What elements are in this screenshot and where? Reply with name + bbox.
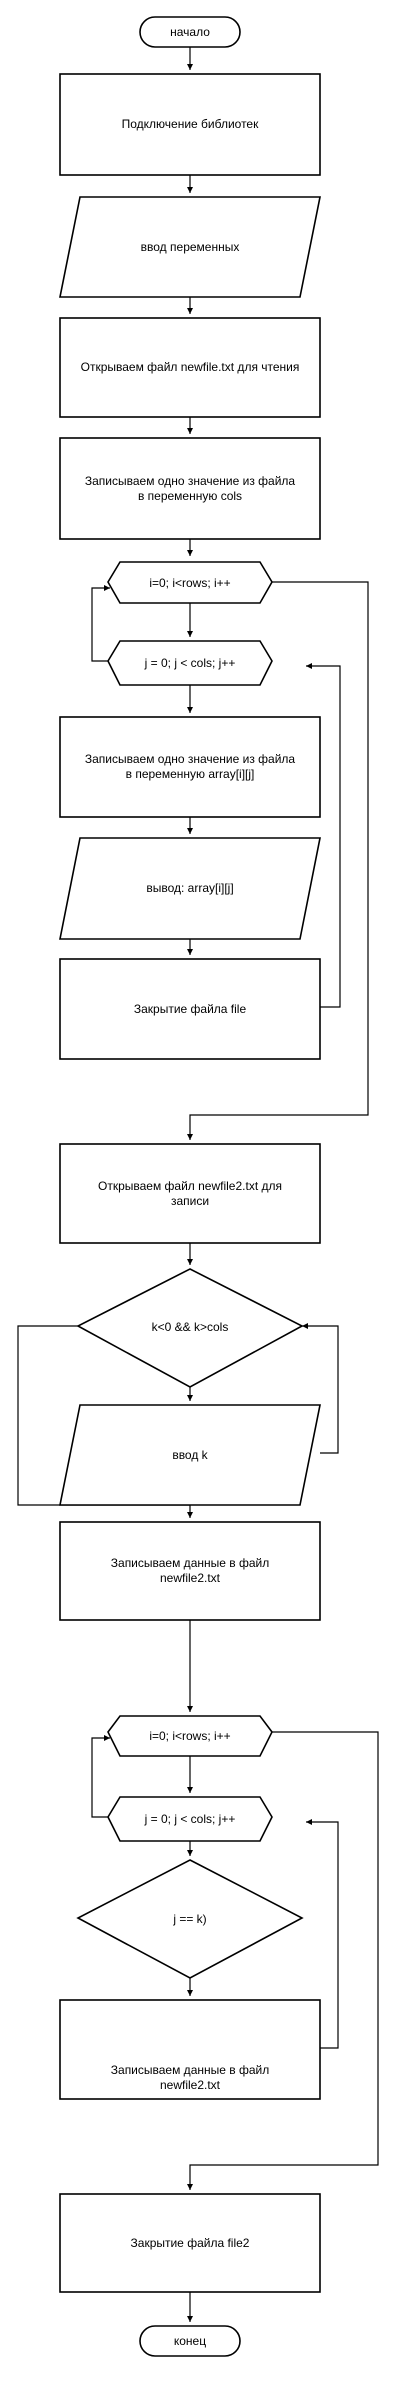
read-cols-label-1: Записываем одно значение из файла: [85, 474, 296, 488]
open-newfile2-process: Открываем файл newfile2.txt для записи: [59, 1143, 321, 1244]
open-newfile-process: Открываем файл newfile.txt для чтения: [59, 317, 321, 418]
end-terminator: конец: [139, 2325, 241, 2357]
loop-i-2: i=0; i<rows; i++: [107, 1715, 273, 1757]
close-file2-process: Закрытие файла file2: [59, 2193, 321, 2293]
input-variables-io: ввод переменных: [59, 196, 321, 298]
write-data-1-label-2: newfile2.txt: [160, 1571, 221, 1585]
open-newfile2-label-1: Открываем файл newfile2.txt для: [98, 1179, 282, 1193]
loop-i-2-label: i=0; i<rows; i++: [149, 1729, 230, 1743]
condition-k-label: k<0 && k>cols: [152, 1320, 229, 1334]
connector-loopi-exit: [187, 581, 369, 1140]
connector-loopi2-return: [91, 1735, 110, 1818]
write-data-1-process: Записываем данные в файл newfile2.txt: [59, 1521, 321, 1621]
close-file-process: Закрытие файла file: [59, 958, 321, 1060]
connector-loopj2-return: [306, 1819, 339, 2049]
connector-condition-exit: [17, 1325, 193, 1518]
end-label: конец: [174, 2334, 206, 2348]
write-data-2-label-2: newfile2.txt: [160, 2078, 221, 2092]
output-array-label: вывод: array[i][j]: [146, 881, 233, 895]
write-data-2-label-1: Записываем данные в файл: [111, 2063, 269, 2077]
include-libraries-label: Подключение библиотек: [122, 117, 259, 131]
connector-loopi2-exit: [187, 1731, 379, 2190]
include-libraries-process: Подключение библиотек: [59, 73, 321, 176]
connector-loopj-return: [306, 663, 341, 1008]
input-variables-label: ввод переменных: [141, 240, 240, 254]
start-terminator: начало: [139, 16, 241, 48]
loop-i-1-label: i=0; i<rows; i++: [149, 576, 230, 590]
open-newfile-label: Открываем файл newfile.txt для чтения: [81, 360, 300, 374]
loop-j-1-label: j = 0; j < cols; j++: [144, 656, 236, 670]
read-array-label-1: Записываем одно значение из файла: [85, 752, 296, 766]
loop-j-2: j = 0; j < cols; j++: [107, 1796, 273, 1842]
close-file-label: Закрытие файла file: [134, 1002, 247, 1016]
write-data-2-process: Записываем данные в файл newfile2.txt: [59, 1999, 321, 2100]
loop-j-1: j = 0; j < cols; j++: [107, 640, 273, 686]
condition-j-decision: j == k): [76, 1859, 304, 1979]
condition-j-label: j == k): [172, 1912, 206, 1926]
connector-loopi-return: [91, 585, 110, 662]
read-array-label-2: в переменную array[i][j]: [126, 767, 255, 781]
condition-k-decision: k<0 && k>cols: [76, 1268, 304, 1388]
output-array-io: вывод: array[i][j]: [59, 837, 321, 940]
input-k-io: ввод k: [59, 1404, 321, 1506]
close-file2-label: Закрытие файла file2: [131, 2236, 250, 2250]
read-cols-label-2: в переменную cols: [138, 489, 242, 503]
start-label: начало: [170, 25, 210, 39]
read-cols-process: Записываем одно значение из файла в пере…: [59, 437, 321, 540]
loop-j-2-label: j = 0; j < cols; j++: [144, 1812, 236, 1826]
read-array-process: Записываем одно значение из файла в пере…: [59, 716, 321, 818]
input-k-label: ввод k: [172, 1448, 208, 1462]
loop-i-1: i=0; i<rows; i++: [107, 561, 273, 604]
write-data-1-label-1: Записываем данные в файл: [111, 1556, 269, 1570]
open-newfile2-label-2: записи: [171, 1194, 209, 1208]
connector-inputk-return: [302, 1323, 339, 1454]
